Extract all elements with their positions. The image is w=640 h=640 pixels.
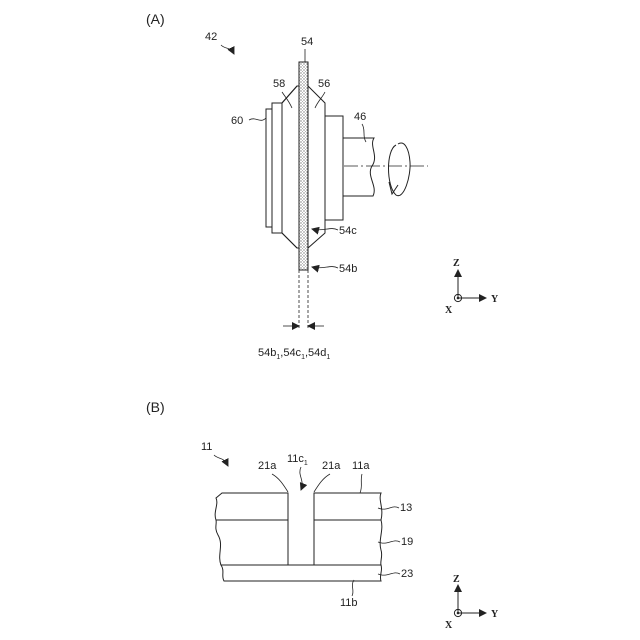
left-hub-bevel-bottom (282, 233, 297, 248)
flange-outer (266, 109, 272, 227)
ref-11-label: 11 (201, 441, 212, 453)
axis-a-x-label: X (445, 305, 453, 316)
axes-b: Z Y X (445, 574, 499, 631)
layer-13-left (215, 493, 288, 520)
ref-23-label: 23 (401, 568, 413, 580)
ref-46-leader (362, 124, 366, 142)
ref-42-leader (221, 45, 234, 54)
ref-42-label: 42 (205, 31, 217, 43)
axis-b-x-label: X (445, 620, 453, 631)
ref-54-label: 54 (301, 36, 313, 48)
ref-11c-leader (300, 467, 302, 490)
ref-13-label: 13 (400, 502, 412, 514)
layer-13-right (314, 493, 382, 520)
layer-19-right (314, 520, 382, 565)
ref-56-label: 56 (318, 78, 330, 90)
axis-a-z-label: Z (453, 258, 460, 269)
ref-54c-label: 54c (339, 225, 357, 237)
right-flange (325, 116, 343, 220)
axis-a-x-dot (457, 297, 460, 300)
right-hub (308, 86, 325, 248)
layer-23 (221, 565, 382, 581)
ref-21a-right-label: 21a (322, 460, 341, 472)
left-hub (282, 86, 299, 248)
ref-19-label: 19 (401, 536, 413, 548)
ref-60-leader (249, 118, 266, 120)
ref-11a-leader (360, 474, 362, 493)
blade-54 (299, 62, 308, 270)
axis-b-x-dot (457, 612, 460, 615)
axis-a-y-label: Y (491, 294, 499, 305)
ref-11b-leader (352, 580, 354, 596)
ref-54b-leader (312, 267, 338, 268)
layer-19-left (216, 520, 288, 565)
ref-58-label: 58 (273, 78, 285, 90)
ref-11b-label: 11b (340, 597, 358, 609)
axis-b-z-label: Z (453, 574, 460, 585)
ref-58-leader (282, 92, 292, 108)
ref-21a-left-label: 21a (258, 460, 277, 472)
ref-11c-label: 11c1 (287, 453, 308, 467)
flange-inner (272, 103, 282, 233)
axes-a: Z Y X (445, 258, 499, 316)
ref-54b-label: 54b (339, 263, 357, 275)
ref-21a-left-leader (272, 474, 288, 492)
ref-11a-label: 11a (352, 460, 370, 472)
ref-11-leader (214, 455, 228, 466)
panel-a-caption: (A) (146, 11, 165, 27)
panel-b-caption: (B) (146, 399, 165, 415)
ref-19-leader (378, 541, 400, 543)
groove-11c (288, 493, 314, 565)
ref-60-label: 60 (231, 115, 243, 127)
width-label: 54b1,54c1,54d1 (258, 347, 330, 361)
ref-21a-right-leader (314, 474, 330, 492)
rotation-arrow (389, 143, 411, 196)
ref-46-label: 46 (354, 111, 366, 123)
spindle-46 (343, 138, 375, 196)
axis-b-y-label: Y (491, 609, 499, 620)
